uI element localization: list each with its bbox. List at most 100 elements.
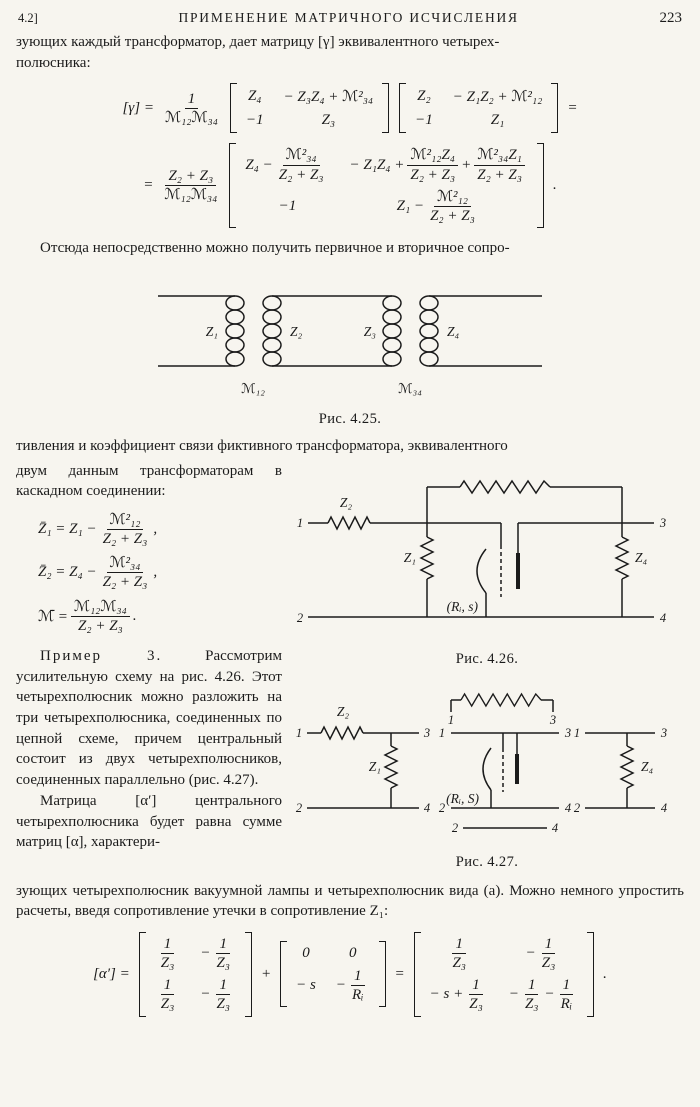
right-network <box>585 731 655 809</box>
f1-a22: Z₃ <box>321 112 336 129</box>
coil-z1 <box>225 295 245 367</box>
f2-c12-num2: ℳ²₃₄Z₁ <box>474 147 525 166</box>
coil-z2 <box>262 295 282 367</box>
figure-4-26: 1 2 3 4 Z₂ Z₁ Z₄ (Rᵢ, s) Рис. 4.26. <box>290 465 684 668</box>
resistor-z1 <box>420 535 434 580</box>
fig427-left-terminal-1: 1 <box>296 726 302 740</box>
fz-l1-den: Z₂ + Z₃ <box>102 531 148 548</box>
minus-sign: − <box>200 986 211 1003</box>
f3-lhs: [α′] = <box>93 965 130 982</box>
formula-zbar1: Z̄₁ = Z₁ − ℳ²₁₂ Z₂ + Z₃ , <box>38 512 282 547</box>
fig425-label-m34: ℳ₃₄ <box>398 381 422 396</box>
page-number: 223 <box>659 10 683 26</box>
f2-c11-num: ℳ²₃₄ <box>282 147 320 166</box>
page-header: 4.2] ПРИМЕНЕНИЕ МАТРИЧНОГО ИСЧИСЛЕНИЯ 22… <box>16 8 684 32</box>
section-marker: 4.2] <box>18 11 38 25</box>
two-column-region: двум данным трансформаторам в каскадном … <box>16 461 684 881</box>
left-bracket <box>229 83 237 134</box>
minus-sign: − <box>544 986 555 1003</box>
formula-mbar: ℳ̄ = ℳ₁₂ℳ₃₄ Z₂ + Z₃ . <box>38 599 282 634</box>
f1-matrix-a: Z₄ − Z₃Z₄ + ℳ²₃₄ −1 Z₃ <box>229 83 390 134</box>
fig427-bottom-terminal-4: 4 <box>552 821 558 835</box>
f2-c21: −1 <box>278 197 297 214</box>
f2-c22-den: Z₂ + Z₃ <box>430 207 475 224</box>
fig427-mid-terminal-3: 3 <box>564 726 571 740</box>
f3-m2-12: 0 <box>348 945 357 962</box>
f3-num: 1 <box>216 977 230 996</box>
fig427-top-terminal-1: 1 <box>448 713 454 727</box>
f1-matrix-b-cells: Z₂ − Z₁Z₂ + ℳ²₁₂ −1 Z₁ <box>407 83 550 133</box>
fig427-label-tube: (Rᵢ, S) <box>446 791 479 806</box>
right-bracket <box>551 83 559 134</box>
f3-num: 1 <box>351 968 365 987</box>
f3-m2-11: 0 <box>302 945 310 962</box>
f1-b11: Z₂ <box>417 88 431 105</box>
left-column: двум данным трансформаторам в каскадном … <box>16 461 282 881</box>
f2-c12-den2: Z₂ + Z₃ <box>477 166 522 183</box>
f3-num: 1 <box>524 977 539 996</box>
f2-c22-pre: Z₁ − <box>396 197 425 214</box>
left-bracket <box>229 143 237 229</box>
left-bracket <box>280 941 288 1008</box>
f3-den: Rᵢ <box>351 987 364 1004</box>
fig426-terminal-2: 2 <box>297 611 303 625</box>
f1-a21: −1 <box>245 112 264 129</box>
coil-z3 <box>382 295 402 367</box>
left-network <box>307 725 419 809</box>
running-title: ПРИМЕНЕНИЕ МАТРИЧНОГО ИСЧИСЛЕНИЯ <box>178 10 519 25</box>
circuit-wires <box>307 692 655 829</box>
resistor-z2 <box>320 725 364 740</box>
left-bracket <box>413 931 421 1017</box>
resistor-z4 <box>615 535 629 580</box>
fig425-label-m12: ℳ₁₂ <box>241 381 265 396</box>
f1-coef-denominator: ℳ₁₂ℳ₃₄ <box>164 109 218 126</box>
f2-c22: Z₁ − ℳ²₁₂ Z₂ + Z₃ <box>397 189 481 224</box>
f2-c12: − Z₁Z₄ + ℳ²₁₂Z₄ Z₂ + Z₃ + ℳ²₃₄Z₁ Z₂ + Z₃ <box>350 147 528 183</box>
fz-l2-fraction: ℳ²₃₄ Z₂ + Z₃ <box>100 555 151 590</box>
f1-equals: = <box>567 99 578 116</box>
fig425-label-z4: Z₄ <box>447 324 460 339</box>
fig427-right-terminal-3: 3 <box>660 726 667 740</box>
fig425-caption: Рис. 4.25. <box>318 410 382 427</box>
middle-network <box>450 692 559 829</box>
minus-sign: − <box>200 945 211 962</box>
f1-b12: − Z₁Z₂ + ℳ²₁₂ <box>452 89 543 106</box>
f1-a12: − Z₃Z₄ + ℳ²₃₄ <box>283 89 374 106</box>
fig427-left-terminal-4: 4 <box>424 801 430 815</box>
f3-minus-s-plus: − s + <box>429 986 464 1003</box>
right-column: 1 2 3 4 Z₂ Z₁ Z₄ (Rᵢ, s) Рис. 4.26. <box>290 461 684 881</box>
fig427-bottom-terminal-2: 2 <box>452 821 458 835</box>
f3-den: Z₃ <box>469 996 483 1013</box>
f3-den: Z₃ <box>160 955 175 972</box>
fig427-left-terminal-2: 2 <box>296 801 302 815</box>
f3-plus: + <box>261 965 272 982</box>
fz-l1-post: , <box>153 521 158 538</box>
parallel-resistor <box>460 692 542 707</box>
paragraph-otsyuda: Отсюда непосредственно можно получить пе… <box>40 240 510 257</box>
minus-sign: − <box>508 986 519 1003</box>
f2-result-cells: Z₄ − ℳ²₃₄ Z₂ + Z₃ − Z₁Z₄ + ℳ²₁₂Z₄ Z₂ + Z… <box>237 143 536 228</box>
fig427-left-terminal-3: 3 <box>423 726 430 740</box>
fig425-label-z2: Z₂ <box>290 324 303 339</box>
f3-num: 1 <box>452 936 466 955</box>
fig426-label-z1: Z₁ <box>404 550 416 565</box>
fz-l1-num: ℳ²₁₂ <box>106 512 144 531</box>
vacuum-tube <box>476 521 622 617</box>
amplifier-circuit-drawing: 1 2 3 4 Z₂ Z₁ Z₄ (Rᵢ, s) <box>297 479 666 625</box>
fig427-right-terminal-4: 4 <box>661 801 667 815</box>
f2-coef-numerator: Z₂ + Z₃ <box>165 168 217 187</box>
paragraph-intro-line2: полюсника: <box>16 54 91 71</box>
f1-lhs: [γ] = <box>122 99 154 116</box>
f2-c12-fraction-1: ℳ²₁₂Z₄ Z₂ + Z₃ <box>407 147 459 183</box>
f1-a11: Z₄ <box>247 88 262 105</box>
f1-b21: −1 <box>415 112 433 129</box>
fig427-mid-terminal-4: 4 <box>565 801 571 815</box>
